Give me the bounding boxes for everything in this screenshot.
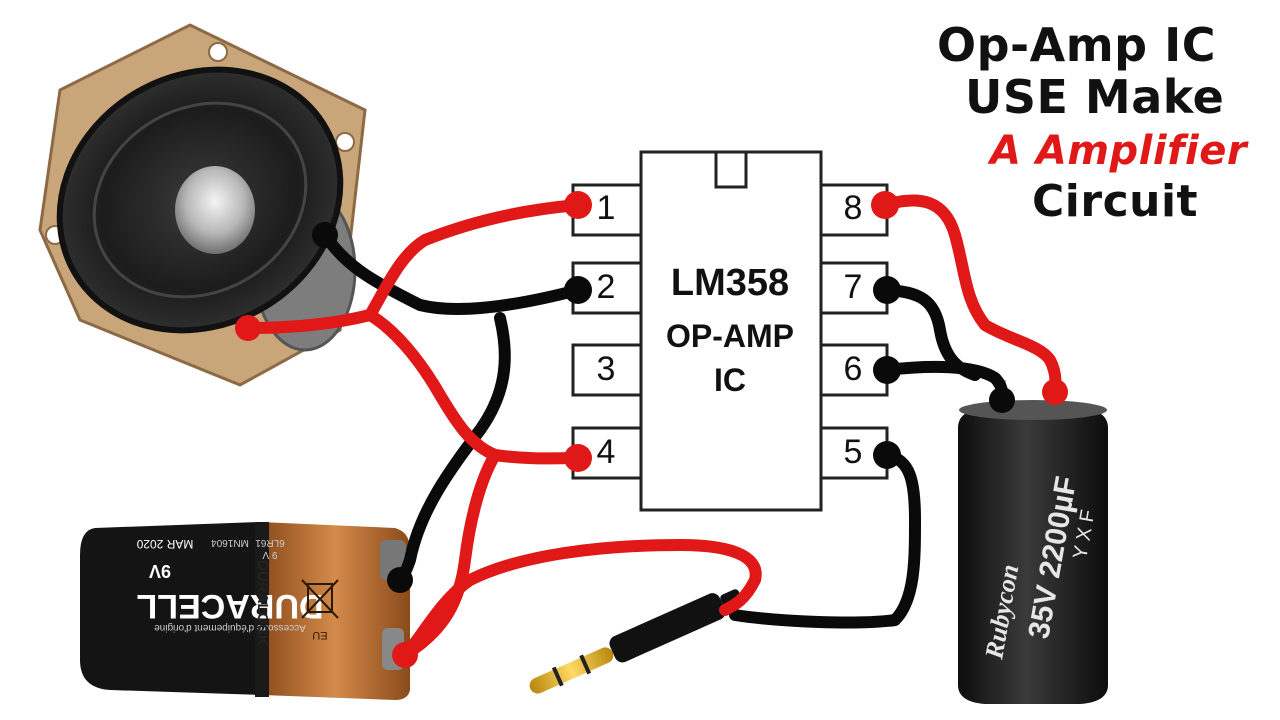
red-wire-battery-to-jack <box>399 539 762 661</box>
endpoint-pin6 <box>873 356 901 384</box>
pin-number-5: 5 <box>843 433 863 471</box>
battery-note: Accessoire d'équipement d'origine <box>154 622 306 633</box>
endpoint-battery-black <box>387 567 413 593</box>
battery-brand: DURACELL <box>137 587 324 625</box>
endpoint-speaker-red <box>235 315 261 341</box>
battery-date: MAR 2020 <box>136 537 193 551</box>
pin-3 <box>571 343 643 397</box>
endpoint-cap-black <box>989 387 1015 413</box>
pin-number-4: 4 <box>596 433 616 471</box>
battery-region: EU <box>312 629 327 641</box>
endpoint-pin1 <box>564 191 592 219</box>
title-line-3: A Amplifier <box>990 128 1248 174</box>
endpoint-pin8 <box>871 191 899 219</box>
red-wire-pin8-to-cap <box>879 194 1062 396</box>
speaker <box>38 23 367 387</box>
jack-tip <box>529 647 614 694</box>
capacitor: Rubycon 35V 2200µF Y X F <box>958 380 1108 704</box>
title-line-1: Op-Amp IC <box>937 18 1216 72</box>
chip-subtitle-ic: IC <box>714 362 746 398</box>
chip-subtitle-opamp: OP-AMP <box>666 318 794 354</box>
endpoint-pin4 <box>564 444 592 472</box>
black-wire-pin6-to-cap <box>881 360 1009 406</box>
battery-voltage: 9V <box>149 561 171 581</box>
pin-number-8: 8 <box>843 189 863 227</box>
endpoint-pin7 <box>873 276 901 304</box>
battery-body-black <box>80 522 262 695</box>
battery-body-copper <box>260 522 410 700</box>
pin-number-7: 7 <box>843 268 863 306</box>
wire-endpoints <box>235 191 1068 668</box>
pin-number-6: 6 <box>843 350 863 388</box>
battery-small-voltage: 9 V <box>262 549 277 560</box>
capacitor-body <box>958 408 1108 704</box>
chip-notch <box>714 150 748 189</box>
black-wire-speaker-to-pin2 <box>319 229 584 315</box>
chip-model-label: LM358 <box>670 262 790 304</box>
title-line-2: USE Make <box>965 70 1225 124</box>
battery-model: MN1604 <box>211 537 249 548</box>
ic-chip <box>571 150 889 512</box>
endpoint-pin2 <box>564 276 592 304</box>
wires <box>242 194 1062 661</box>
endpoint-speaker-black <box>312 222 338 248</box>
red-wire-pin4-to-battery <box>399 449 501 661</box>
red-wire-pin1-to-speaker <box>242 199 584 334</box>
jack-handle <box>609 593 726 663</box>
title-line-4: Circuit <box>1032 176 1199 227</box>
battery-line: DURALOCK <box>254 560 271 646</box>
battery-type: 6LR61 <box>255 537 285 548</box>
endpoint-cap-red <box>1042 379 1068 405</box>
pin-number-3: 3 <box>596 350 616 388</box>
battery: DURACELL Accessoire d'équipement d'origi… <box>80 522 410 700</box>
red-wire-speaker-to-pin4 <box>364 309 584 465</box>
pin-number-1: 1 <box>596 189 616 227</box>
audio-jack <box>529 589 743 694</box>
pin-number-2: 2 <box>596 268 616 306</box>
endpoint-battery-red <box>392 642 418 668</box>
chip-body <box>639 150 823 512</box>
endpoint-pin5 <box>873 441 901 469</box>
speaker-dustcap <box>175 166 255 254</box>
black-wire-pin5-to-jack <box>729 449 921 629</box>
weee-bin-icon <box>301 579 339 619</box>
